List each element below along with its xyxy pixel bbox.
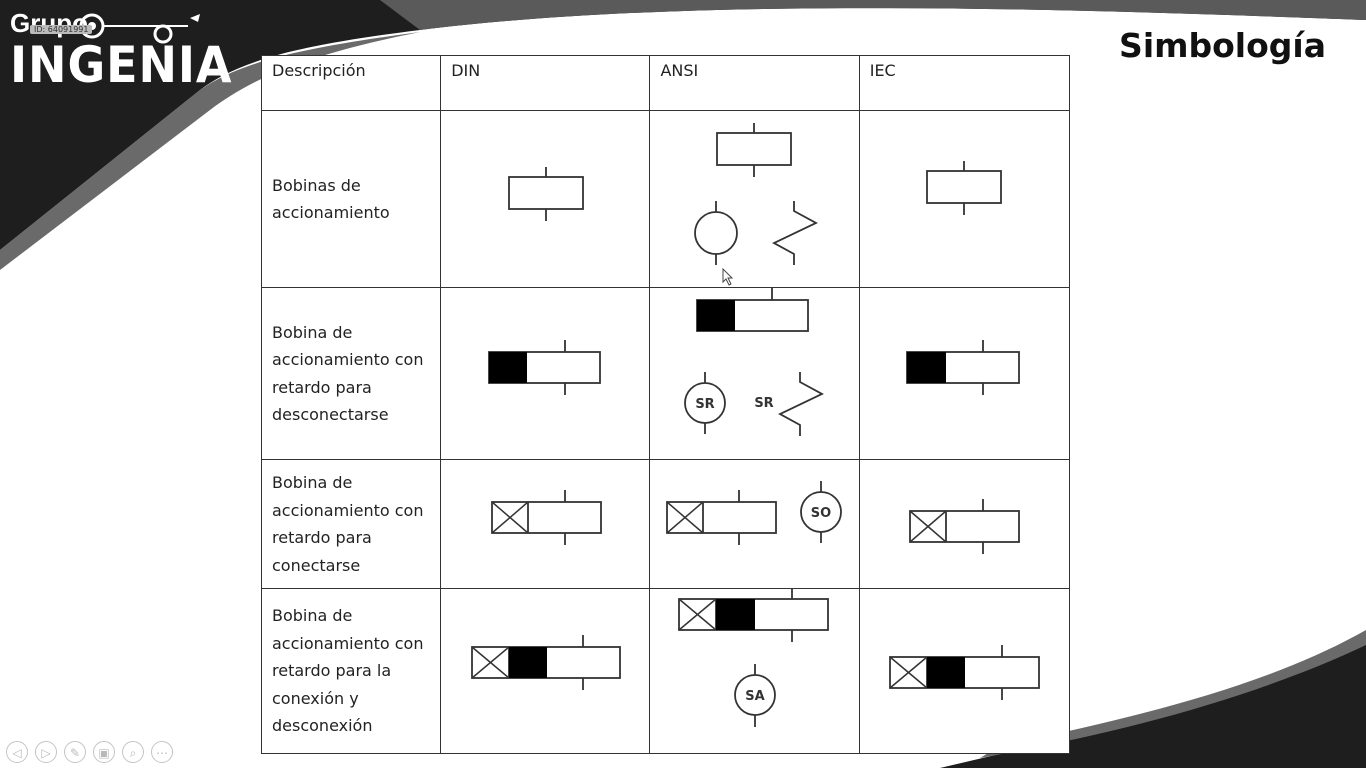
mouse-cursor-icon	[722, 268, 734, 286]
din-symbol-cell	[440, 110, 651, 288]
sa-label: SA	[746, 689, 765, 704]
on-delay-coil-symbol	[908, 499, 1020, 554]
desc-line: retardo para	[272, 528, 372, 547]
din-symbol-cell	[440, 459, 651, 589]
row-description: Bobina de accionamiento con retardo para…	[260, 287, 442, 460]
din-symbol-cell	[440, 287, 651, 460]
so-label: SO	[811, 506, 831, 521]
desc-line: accionamiento con	[272, 350, 424, 369]
table-row: Bobina de accionamiento con retardo para…	[260, 459, 1071, 589]
off-delay-coil-symbols-ansi: SR SR	[684, 288, 825, 436]
desc-line: retardo para	[272, 377, 372, 397]
din-symbol-cell	[440, 588, 651, 754]
symbol-table: Descripción DIN ANSI IEC Bobinas de acci…	[260, 55, 1071, 754]
ansi-symbol-cell: SO	[649, 459, 860, 589]
zoom-icon[interactable]: ⌕	[122, 741, 144, 763]
row-description: Bobinas de accionamiento	[260, 110, 442, 288]
desc-line: accionamiento	[272, 203, 390, 222]
iec-symbol-cell	[858, 588, 1071, 754]
header-descripcion: Descripción	[260, 55, 442, 111]
desc-line: Bobina de	[272, 606, 353, 626]
header-iec: IEC	[858, 55, 1071, 111]
header-ansi: ANSI	[649, 55, 860, 111]
desc-line: retardo para la	[272, 661, 392, 681]
desc-line: conexión y	[272, 688, 359, 708]
iec-symbol-cell	[858, 110, 1071, 288]
sr-label: SR	[755, 396, 774, 411]
row-description: Bobina de accionamiento con retardo para…	[260, 588, 442, 754]
row-description: Bobina de accionamiento con retardo para…	[260, 459, 442, 589]
iec-symbol-cell	[858, 459, 1071, 589]
table-row: Bobina de accionamiento con retardo para…	[260, 287, 1071, 460]
on-off-delay-coil-symbol	[888, 645, 1040, 700]
off-delay-coil-symbol	[488, 340, 602, 395]
sr-label: SR	[696, 397, 715, 412]
coil-symbol	[508, 167, 585, 221]
slide-title: Simbología	[1119, 26, 1326, 65]
iec-symbol-cell	[858, 287, 1071, 460]
header-din: DIN	[440, 55, 651, 111]
logo-top-text: Grupo	[10, 8, 88, 38]
table-header-row: Descripción DIN ANSI IEC	[260, 55, 1071, 111]
next-icon[interactable]: ▷	[35, 741, 57, 763]
pen-icon[interactable]: ✎	[64, 741, 86, 763]
slideshow-controls: ◁ ▷ ✎ ▣ ⌕ ⋯	[6, 741, 173, 763]
logo-main-text: INGENIA	[10, 36, 233, 94]
desc-line: Bobina de	[272, 322, 353, 342]
ansi-symbol-cell	[649, 110, 860, 288]
coil-symbols-ansi	[694, 123, 819, 265]
coil-symbol	[925, 161, 1002, 215]
ansi-symbol-cell: SR SR	[649, 287, 860, 460]
table-row: Bobinas de accionamiento	[260, 110, 1071, 288]
desc-line: desconectarse	[272, 405, 389, 424]
slides-icon[interactable]: ▣	[93, 741, 115, 763]
logo-id-badge: ID: 64091991	[30, 25, 93, 34]
on-off-delay-coil-symbol	[471, 635, 622, 690]
desc-line: accionamiento con	[272, 633, 424, 653]
ansi-symbol-cell: SA	[649, 588, 860, 754]
prev-icon[interactable]: ◁	[6, 741, 28, 763]
desc-line: desconexión	[272, 716, 373, 736]
desc-line: conectarse	[272, 555, 361, 575]
table-row: Bobina de accionamiento con retardo para…	[260, 588, 1071, 754]
desc-line: Bobinas de	[272, 175, 361, 195]
desc-line: Bobina de	[272, 473, 353, 492]
on-delay-coil-symbol	[491, 490, 603, 545]
on-off-delay-coil-symbols-ansi: SA	[678, 589, 830, 727]
off-delay-coil-symbol	[905, 340, 1020, 395]
desc-line: accionamiento con	[272, 500, 424, 520]
more-icon[interactable]: ⋯	[151, 741, 173, 763]
on-delay-coil-symbols-ansi: SO	[666, 481, 843, 545]
